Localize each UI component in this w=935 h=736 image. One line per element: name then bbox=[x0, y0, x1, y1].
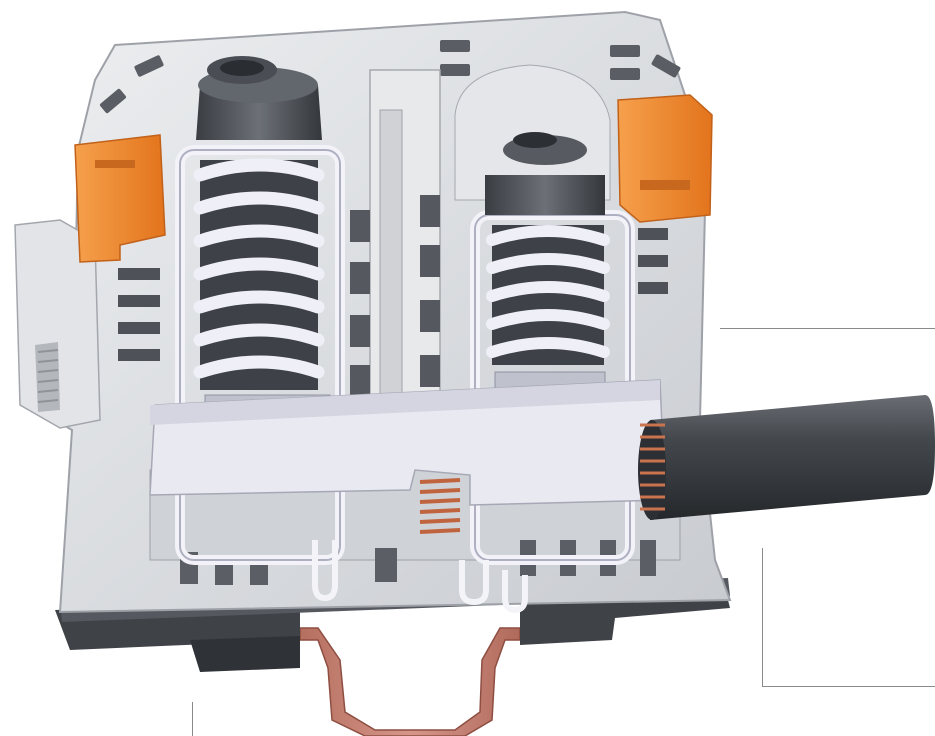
spring-coils-right bbox=[486, 225, 610, 358]
orange-clip-right bbox=[617, 94, 713, 223]
din-rail bbox=[299, 627, 521, 736]
copper-coil bbox=[419, 478, 461, 534]
side-ribs bbox=[37, 349, 59, 403]
bottom-contact-springs bbox=[312, 540, 528, 614]
callout-line-right-vertical bbox=[762, 548, 763, 686]
spring-clamp-left bbox=[175, 56, 345, 565]
callout-line-right-lower bbox=[762, 686, 935, 687]
right-comb-slots bbox=[638, 228, 668, 294]
callout-line-right-upper bbox=[720, 328, 935, 329]
spring-coils-left bbox=[193, 158, 325, 379]
callout-line-bottom-left bbox=[192, 702, 193, 736]
wire bbox=[638, 395, 935, 520]
top-slots bbox=[100, 40, 681, 114]
spring-clamp-right bbox=[470, 132, 635, 565]
partition-windows bbox=[350, 195, 440, 397]
copper-strands bbox=[640, 423, 665, 511]
orange-clip-left bbox=[74, 134, 166, 263]
left-comb-slots bbox=[118, 268, 160, 361]
